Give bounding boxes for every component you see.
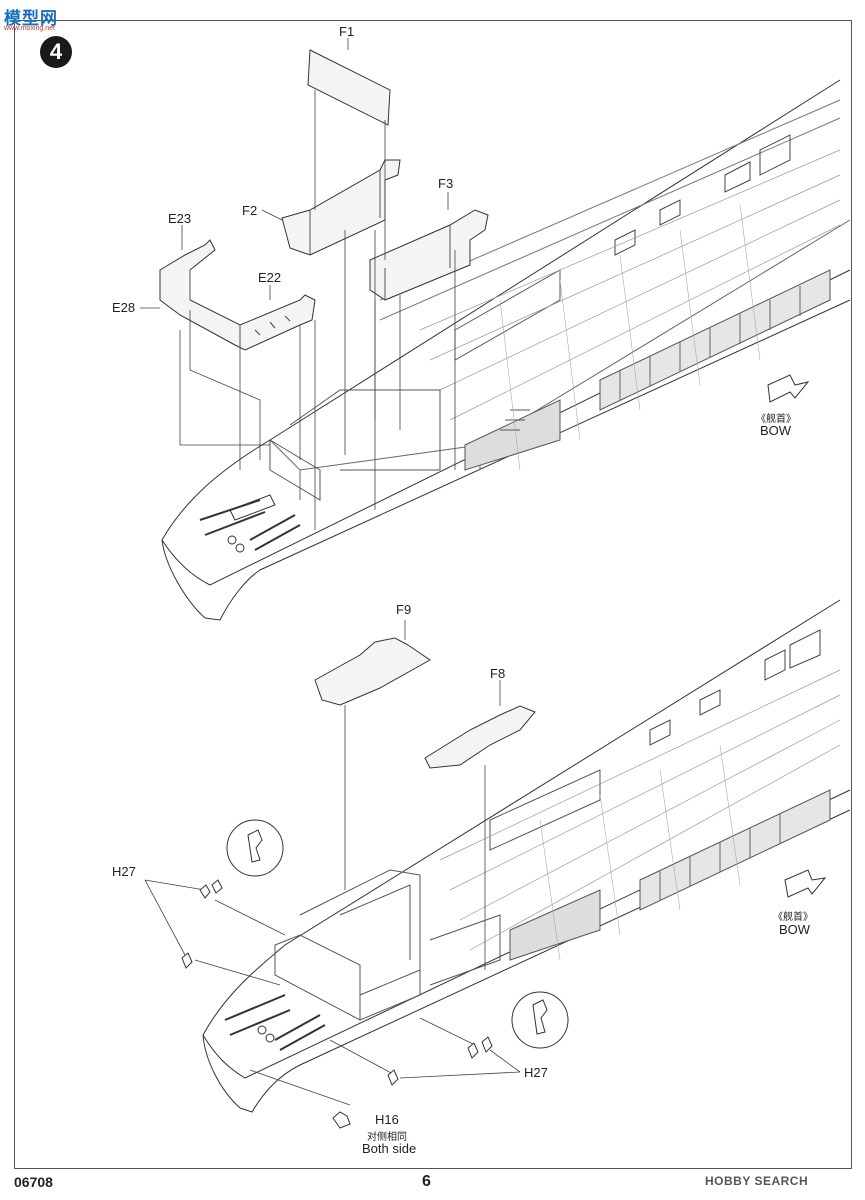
- detail-circle-right: [511, 991, 569, 1049]
- site-logo: 模型网 www.moxing.net: [2, 4, 72, 34]
- label-f9: F9: [396, 602, 412, 617]
- logo-url: www.moxing.net: [4, 25, 55, 32]
- label-h27-left: H27: [112, 864, 136, 879]
- label-f3: F3: [438, 176, 454, 191]
- label-h16: H16: [375, 1112, 399, 1127]
- label-e23: E23: [168, 211, 192, 226]
- page-number: 6: [422, 1173, 431, 1190]
- hull-top: [161, 79, 851, 621]
- part-f3-wall: [369, 209, 489, 301]
- bow-top-cn: 《舰首》: [756, 414, 796, 425]
- bottom-leader-lines: [144, 620, 521, 1106]
- bow-bottom-en: BOW: [779, 922, 811, 937]
- footer-rule: [14, 1168, 851, 1169]
- bow-top-en: BOW: [760, 423, 792, 438]
- part-f2-wall: [281, 159, 401, 256]
- logo-text: 模型网: [4, 9, 58, 28]
- part-e23-e22-bracket: [159, 239, 316, 351]
- detail-circle-left: [226, 819, 284, 877]
- fitting-h16: [332, 1111, 351, 1129]
- kit-code: 06708: [14, 1174, 53, 1190]
- hull-bottom: [202, 599, 851, 1113]
- page-frame: [14, 20, 852, 1169]
- both-side-cn: 对侧相同: [367, 1132, 407, 1143]
- both-side-en: Both side: [362, 1141, 417, 1156]
- bow-arrow-bottom: [784, 869, 827, 898]
- label-f2: F2: [242, 203, 258, 218]
- step-number-badge: 4: [40, 36, 72, 68]
- part-f8-deck: [424, 705, 536, 769]
- hobby-search-watermark: HOBBY SEARCH: [705, 1174, 809, 1188]
- part-f1-panel: [307, 49, 391, 126]
- top-leader-lines: [140, 38, 456, 530]
- fitting-h27-right-group: [387, 1036, 493, 1086]
- label-h27-right: H27: [524, 1065, 548, 1080]
- label-f8: F8: [490, 666, 506, 681]
- bow-bottom-cn: 《舰首》: [773, 912, 813, 923]
- label-f1: F1: [339, 24, 355, 39]
- fitting-h27-left-group: [181, 879, 223, 969]
- bow-arrow-top: [767, 374, 810, 403]
- label-e22: E22: [258, 270, 282, 285]
- label-e28: E28: [112, 300, 136, 315]
- part-f9-deck: [314, 637, 431, 706]
